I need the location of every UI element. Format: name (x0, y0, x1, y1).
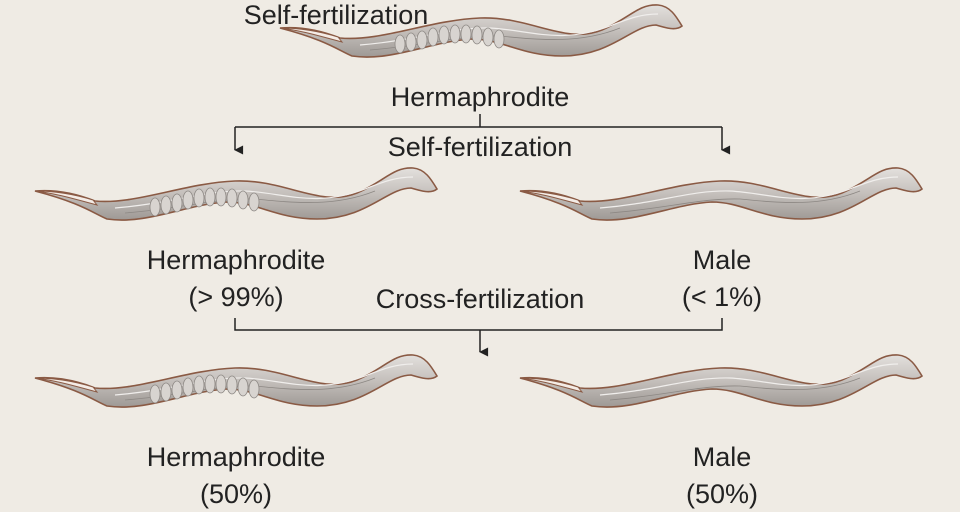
gen1-process-label: Self-fertilization (387, 132, 573, 162)
gen1-hermaphrodite-percent: (> 99%) (188, 282, 284, 312)
worm-gen1-hermaphrodite (34, 167, 438, 221)
worm-gen1-male (519, 167, 923, 221)
gen2-process-label: Cross-fertilization (375, 284, 585, 314)
cross-fertilization-branch (234, 318, 723, 357)
top-process-label: Self-fertilization (243, 0, 429, 30)
gen2-male-percent: (50%) (685, 479, 759, 509)
worm-gen2-hermaphrodite (34, 354, 438, 408)
gen2-hermaphrodite-percent: (50%) (199, 479, 273, 509)
gen1-male-label: Male (692, 245, 752, 275)
gen2-hermaphrodite-label: Hermaphrodite (146, 442, 326, 472)
self-fertilization-branch (234, 114, 731, 155)
worm-gen2-male (519, 354, 923, 408)
gen2-male-label: Male (692, 442, 752, 472)
gen1-male-percent: (< 1%) (681, 282, 763, 312)
gen1-hermaphrodite-label: Hermaphrodite (146, 245, 326, 275)
parent-label: Hermaphrodite (390, 82, 570, 112)
